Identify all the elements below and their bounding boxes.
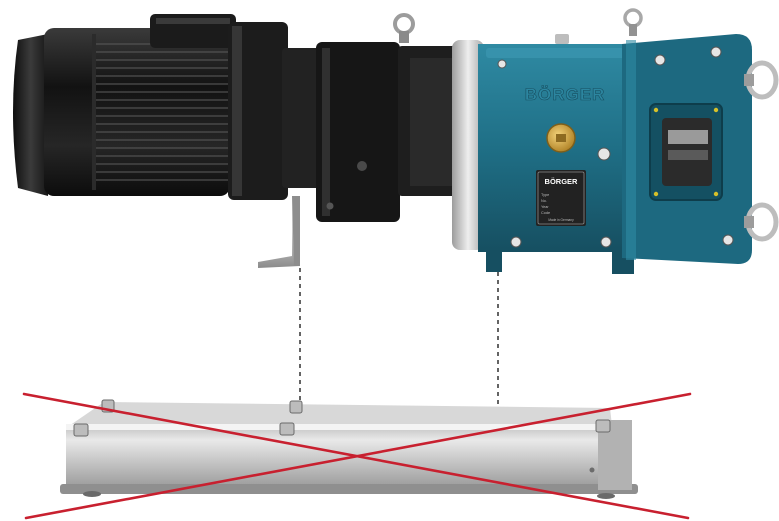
gearbox bbox=[258, 13, 460, 268]
pump-top-cap bbox=[555, 34, 569, 44]
motor-body bbox=[44, 28, 230, 196]
lobe-pump: BÖRGER BÖRGER Type No. Year Code Made in… bbox=[452, 8, 779, 274]
plate-field-code: Code bbox=[541, 211, 550, 215]
electric-motor bbox=[13, 14, 288, 200]
cover-lifting-eye-top-icon bbox=[623, 8, 643, 36]
housing-bolts bbox=[497, 59, 612, 248]
rail-feet bbox=[83, 491, 615, 499]
plate-logo: BÖRGER bbox=[545, 177, 579, 186]
motor-end-cap bbox=[13, 34, 48, 196]
prohibited-cross-icon bbox=[22, 392, 692, 520]
rail-lower-lip bbox=[60, 484, 638, 494]
cover-lifting-eye-right-top-icon bbox=[744, 60, 779, 100]
rail-hole bbox=[589, 467, 595, 473]
pump-foot-left bbox=[486, 250, 502, 272]
plate-field-type: Type bbox=[541, 193, 549, 197]
gearbox-adapter bbox=[282, 48, 322, 188]
motor-flange bbox=[228, 22, 288, 200]
plate-field-no: No. bbox=[541, 199, 547, 203]
housing-logo: BÖRGER bbox=[525, 85, 606, 104]
cover-bolts bbox=[654, 46, 734, 246]
plate-footer: Made in Germany bbox=[548, 218, 574, 222]
gearbox-body bbox=[316, 42, 400, 222]
name-plate: BÖRGER Type No. Year Code Made in German… bbox=[536, 170, 586, 226]
gearbox-lifting-eye-icon bbox=[393, 13, 415, 43]
alignment-guides bbox=[299, 268, 499, 410]
motor-cooling-fins bbox=[95, 43, 228, 181]
rail-mounting-bolts bbox=[73, 399, 611, 437]
pump-flange-ring bbox=[452, 40, 484, 250]
gearbox-bolt bbox=[357, 161, 367, 171]
cross-line-2 bbox=[24, 392, 692, 520]
cover-lifting-eye-right-bottom-icon bbox=[744, 202, 779, 242]
rail-top-flange bbox=[66, 402, 612, 428]
port-screws bbox=[653, 107, 719, 197]
plate-field-year: Year bbox=[541, 205, 549, 209]
base-rail bbox=[60, 399, 638, 499]
